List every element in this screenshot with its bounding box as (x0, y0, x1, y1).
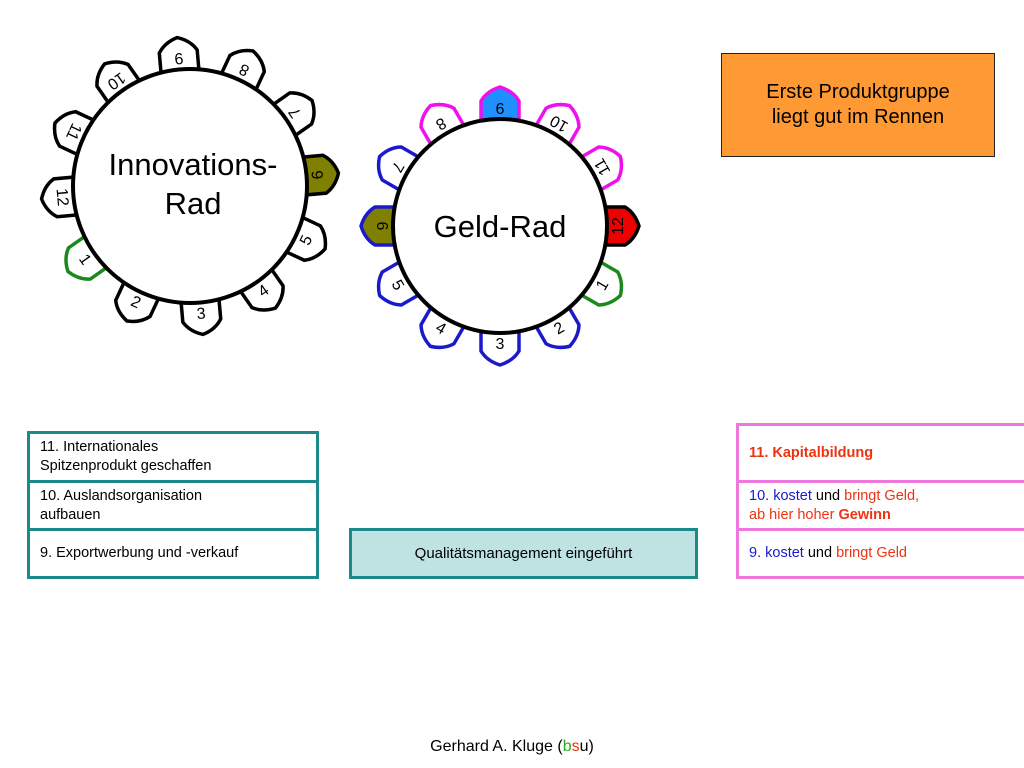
money-wheel-tooth-label-10: 10 (547, 111, 571, 135)
rb10-num: 10. (749, 487, 774, 504)
rb10-kostet: kostet (773, 487, 812, 504)
callout-line-1: Erste Produktgruppe (766, 81, 950, 103)
rb10-ab: ab hier hoher (749, 506, 839, 523)
right-box-11: 11. Kapitalbildung (736, 423, 1024, 483)
innovation-wheel-tooth-label-9: 9 (174, 49, 184, 67)
money-wheel-tooth-9: 9 (479, 85, 521, 129)
rb9-bringt: bringt Geld (836, 545, 907, 561)
money-wheel-tooth-1: 1 (573, 256, 624, 307)
innovation-wheel-tooth-shape-1 (64, 230, 115, 281)
money-wheel-tooth-5: 5 (376, 256, 427, 307)
innovation-wheel-tooth-4: 4 (234, 261, 285, 312)
money-wheel-tooth-shape-12 (597, 205, 641, 247)
money-wheel-tooth-shape-10 (530, 102, 581, 153)
left-box-10-line1: 10. Auslandsorganisation (40, 487, 203, 504)
left-box-10-line2: aufbauen (40, 506, 101, 523)
quality-management-box: Qualitätsmanagement eingeführt (349, 528, 698, 579)
money-wheel-tooth-3: 3 (479, 323, 521, 367)
innovation-wheel-tooth-7: 7 (265, 91, 316, 142)
footer-u: u (579, 738, 589, 755)
footer-name: Gerhard A. Kluge ( (430, 738, 563, 755)
money-wheel-tooth-2: 2 (530, 299, 581, 350)
right-box-11-label: 11. Kapitalbildung (749, 444, 874, 461)
money-wheel-tooth-7: 7 (376, 145, 427, 196)
footer-author: Gerhard A. Kluge (bsu) (0, 738, 1024, 756)
left-box-11-line2: Spitzenprodukt geschaffen (40, 458, 212, 474)
innovation-wheel-title-1: Innovations- (109, 147, 278, 182)
rb9-num: 9. (749, 545, 766, 561)
money-wheel-tooth-shape-9 (479, 85, 521, 129)
innovation-wheel-tooth-1: 1 (64, 230, 115, 281)
right-box-9: 9. kostet und bringt Geld (736, 528, 1024, 579)
money-wheel-tooth-label-3: 3 (496, 336, 505, 353)
money-wheel-tooth-shape-2 (530, 299, 581, 350)
rb10-gewinn: Gewinn (838, 506, 891, 523)
money-wheel-tooth-10: 10 (530, 102, 581, 153)
right-box-10: 10. kostet und bringt Geld, ab hier hohe… (736, 480, 1024, 531)
innovation-wheel-tooth-label-6: 6 (309, 170, 327, 180)
left-box-11: 11. Internationales Spitzenprodukt gesch… (27, 431, 319, 483)
left-box-11-line1: 11. Internationales (40, 439, 159, 455)
money-wheel-title: Geld-Rad (434, 209, 567, 244)
money-wheel-tooth-shape-4 (419, 299, 470, 350)
money-wheel-tooth-shape-6 (359, 205, 403, 247)
rb10-und: und (811, 487, 845, 504)
callout-line-2: liegt gut im Rennen (771, 106, 945, 128)
money-wheel-tooth-shape-8 (419, 102, 470, 153)
money-wheel-tooth-11: 11 (573, 145, 624, 196)
money-wheel-tooth-shape-1 (573, 256, 624, 307)
footer-s: s (571, 738, 580, 755)
money-wheel-tooth-label-9: 9 (495, 99, 504, 116)
innovation-wheel-tooth-10: 10 (95, 60, 146, 111)
money-wheel-tooth-label-12: 12 (610, 217, 627, 235)
footer-b: b (562, 738, 572, 755)
footer-close: ) (588, 738, 594, 755)
innovation-wheel-tooth-shape-7 (265, 91, 316, 142)
innovation-wheel-title-2: Rad (165, 186, 222, 221)
money-wheel-tooth-label-11: 11 (591, 155, 614, 178)
innovation-wheel-tooth-label-3: 3 (196, 305, 206, 323)
money-wheel-body (391, 117, 609, 335)
money-wheel-tooth-12: 12 (597, 205, 641, 247)
callout-box: Erste Produktgruppe liegt gut im Rennen (721, 53, 995, 157)
innovation-wheel-tooth-shape-4 (234, 261, 285, 312)
money-wheel-tooth-shape-11 (573, 145, 624, 196)
left-box-9-line1: 9. Exportwerbung und -verkauf (40, 545, 239, 561)
left-box-9: 9. Exportwerbung und -verkauf (27, 528, 319, 579)
money-wheel-tooth-shape-3 (479, 323, 521, 367)
money-wheel-tooth-label-6: 6 (373, 222, 390, 231)
rb10-bringt: bringt Geld, (844, 487, 920, 504)
innovation-wheel-tooth-label-11: 11 (62, 120, 84, 142)
money-wheel-tooth-8: 8 (419, 102, 470, 153)
rb9-und: und (803, 545, 837, 561)
money-wheel-tooth-shape-5 (376, 256, 427, 307)
left-box-10: 10. Auslandsorganisation aufbauen (27, 480, 319, 531)
quality-management-label: Qualitätsmanagement eingeführt (414, 545, 633, 562)
money-wheel-tooth-6: 6 (359, 205, 403, 247)
innovation-wheel-tooth-shape-10 (95, 60, 146, 111)
money-wheel-tooth-4: 4 (419, 299, 470, 350)
innovation-wheel-tooth-label-12: 12 (53, 188, 72, 207)
innovation-wheel-body (71, 67, 309, 305)
money-wheel-tooth-shape-7 (376, 145, 427, 196)
rb9-kostet: kostet (765, 545, 804, 561)
